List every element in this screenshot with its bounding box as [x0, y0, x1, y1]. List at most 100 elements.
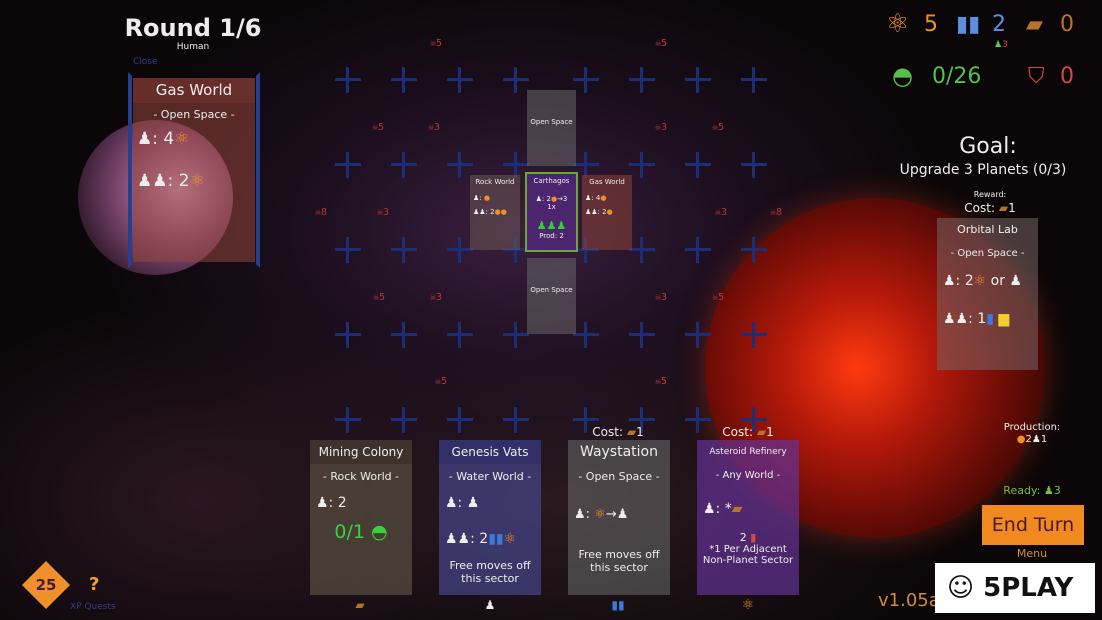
grid-crosshair [335, 322, 361, 348]
atom-icon: ⚛ [886, 9, 910, 39]
grid-crosshair [573, 407, 599, 433]
tile-open-space-bottom[interactable]: Open Space [527, 258, 576, 334]
single-yield: 4 [595, 194, 601, 202]
grid-crosshair [685, 67, 711, 93]
production: Prod: 2 [539, 232, 564, 240]
grid-crosshair [447, 237, 473, 263]
grid-crosshair [335, 67, 361, 93]
card-waystation[interactable]: Waystation - Open Space - ♟: ⚛→♟ Free mo… [568, 440, 670, 595]
version-label: v1.05a [878, 590, 940, 611]
grid-crosshair [447, 152, 473, 178]
grid-crosshair [391, 152, 417, 178]
colonist-icon: ♟ [484, 598, 496, 612]
card-mining-colony[interactable]: Mining Colony - Rock World - ♟: 2 0/1 ◓ [310, 440, 412, 595]
grid-crosshair [391, 407, 417, 433]
population: 2 [546, 195, 551, 203]
dome-icon: ◓ [892, 62, 913, 90]
grid-crosshair [685, 237, 711, 263]
menu-button[interactable]: Menu [1016, 547, 1048, 560]
grid-crosshair [335, 407, 361, 433]
grid-crosshair [741, 152, 767, 178]
help-button[interactable]: ? [89, 574, 100, 595]
ready-status: Ready: ♟3 [1003, 484, 1061, 497]
card-text: Free moves off this sector [449, 559, 531, 585]
double-yield: 2 [178, 171, 190, 191]
reward-card-orbital-lab[interactable]: Orbital Lab - Open Space - ♟: 2⚛ or ♟ ♟♟… [937, 218, 1038, 370]
grid-crosshair [685, 322, 711, 348]
rank-count: 0 [1060, 64, 1074, 89]
card-type: - Open Space - [153, 108, 235, 121]
grid-crosshair [447, 407, 473, 433]
threat-marker: ☠5 [373, 292, 386, 303]
card-type: - Open Space - [578, 470, 660, 483]
atom-icon: ⚛ [174, 129, 190, 149]
grid-crosshair [335, 152, 361, 178]
two-colonists-icon: ♟♟: [137, 171, 174, 191]
card-text: *1 Per Adjacent Non-Planet Sector [702, 544, 794, 566]
card-type: - Any World - [715, 470, 781, 481]
threat-marker: ☠5 [655, 376, 668, 387]
end-turn-button[interactable]: End Turn [982, 505, 1084, 545]
grid-crosshair [685, 152, 711, 178]
grid-crosshair [741, 67, 767, 93]
grid-crosshair [629, 237, 655, 263]
goal-text: Upgrade 3 Planets (0/3) [899, 162, 1067, 178]
tanks-sub: ♟3 [994, 40, 1008, 50]
atom-icon: ⚛ [741, 597, 755, 613]
faction-label: Human [176, 42, 210, 52]
reward-cost: Cost: ▰1 [964, 201, 1016, 215]
card-genesis-vats[interactable]: Genesis Vats - Water World - ♟: ♟ ♟♟: 2▮… [439, 440, 541, 595]
card-type: - Water World - [448, 470, 532, 483]
card-title: Waystation [580, 444, 658, 460]
production-value: ●2♟1 [1016, 434, 1048, 445]
oxygen-tanks-icon: ▮▮ [611, 598, 625, 612]
grid-crosshair [741, 407, 767, 433]
tile-carthagos[interactable]: Carthagos ♟: 2●→3 1x ♟♟♟ Prod: 2 [525, 172, 578, 252]
grid-crosshair [503, 152, 529, 178]
grid-crosshair [503, 407, 529, 433]
card-title: Gas World [133, 78, 255, 103]
card-title: Asteroid Refinery [709, 447, 787, 457]
tile-title: Carthagos [533, 177, 570, 185]
tile-gas-world[interactable]: Gas World ♟: 4● ♟♟: 2● [582, 175, 632, 250]
grid-crosshair [685, 407, 711, 433]
grid-crosshair [503, 67, 529, 93]
selected-sector-card[interactable]: Gas World - Open Space - ♟: 4⚛ ♟♟: 2⚛ [133, 78, 255, 262]
atom-count: 5 [924, 12, 938, 37]
atom-icon: ⚛ [189, 171, 205, 191]
threat-marker: ☠5 [430, 38, 443, 49]
single-yield: 4 [163, 129, 175, 149]
tanks-count: 2 [992, 12, 1006, 37]
threat-marker: ☠3 [715, 207, 728, 218]
tile-open-space-top[interactable]: Open Space [527, 90, 576, 166]
card-title: Orbital Lab [957, 223, 1018, 236]
card-text: Free moves off this sector [578, 548, 660, 574]
dome-icon: ◓ [371, 521, 388, 543]
xp-quests-link[interactable]: XP Quests [70, 602, 116, 612]
threat-marker: ☠5 [372, 122, 385, 133]
close-button[interactable]: Close [133, 57, 158, 67]
card-type: - Open Space - [950, 248, 1025, 259]
threat-marker: ☠5 [655, 38, 668, 49]
grid-crosshair [573, 152, 599, 178]
reward-label: Reward: [973, 190, 1007, 199]
multiplier: 1x [547, 203, 556, 211]
threat-marker: ☠8 [770, 207, 783, 218]
grid-crosshair [391, 237, 417, 263]
card-frame [128, 72, 260, 268]
refinery-cost: Cost: ▰1 [722, 425, 774, 439]
tile-rock-world[interactable]: Rock World ♟: ● ♟♟: 2●● [470, 175, 520, 250]
oxygen-tanks-icon: ▮▮ [956, 12, 981, 37]
grid-crosshair [447, 67, 473, 93]
colonists-icon: ♟♟♟ [536, 219, 567, 232]
card-asteroid-refinery[interactable]: Asteroid Refinery - Any World - ♟: *▰ 2 … [697, 440, 799, 595]
grid-crosshair [503, 322, 529, 348]
production-label: Production: [1003, 422, 1061, 433]
dome-progress: 0/1 ◓ [334, 521, 388, 543]
tile-title: Gas World [589, 178, 625, 186]
card-title: Mining Colony [310, 440, 412, 464]
double-yield: 2 [602, 208, 607, 216]
rank-icon: ⛉ [1028, 64, 1045, 89]
domes-count: 0/26 [932, 64, 982, 89]
card-title: Genesis Vats [439, 440, 541, 464]
